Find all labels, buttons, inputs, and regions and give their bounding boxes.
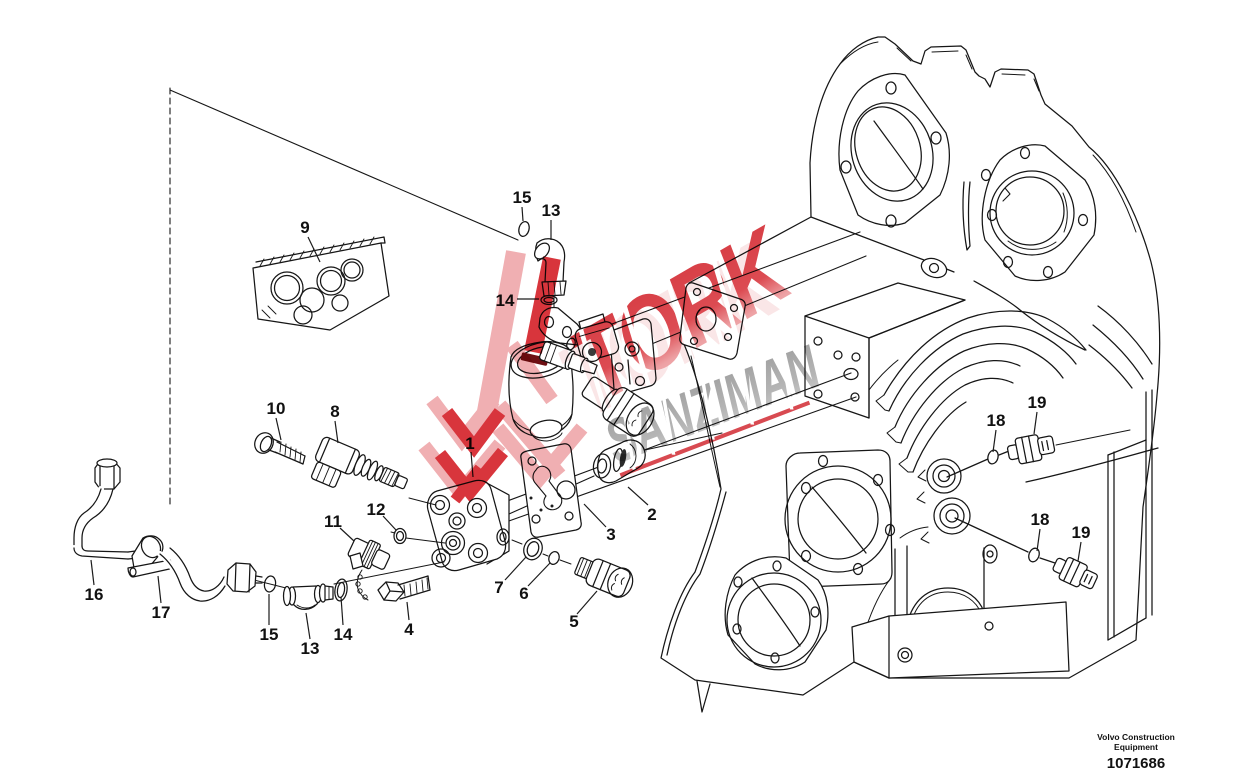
svg-text:1071686: 1071686 [1107,755,1165,772]
svg-text:16: 16 [85,585,104,604]
svg-text:13: 13 [301,639,320,658]
svg-text:5: 5 [569,612,578,631]
svg-text:7: 7 [494,578,503,597]
svg-text:14: 14 [334,625,353,644]
svg-text:18: 18 [1031,510,1050,529]
svg-text:9: 9 [300,218,309,237]
svg-text:18: 18 [987,411,1006,430]
svg-text:Volvo Construction: Volvo Construction [1097,732,1175,742]
svg-text:13: 13 [542,201,561,220]
svg-text:2: 2 [647,505,656,524]
svg-text:8: 8 [330,402,339,421]
svg-text:12: 12 [367,500,386,519]
svg-text:6: 6 [519,584,528,603]
svg-text:19: 19 [1072,523,1091,542]
svg-text:Equipment: Equipment [1114,742,1158,752]
svg-text:4: 4 [404,620,414,639]
svg-text:17: 17 [152,603,171,622]
svg-text:11: 11 [324,512,342,531]
svg-text:15: 15 [513,188,532,207]
svg-text:19: 19 [1028,393,1047,412]
svg-text:3: 3 [606,525,615,544]
svg-text:10: 10 [267,399,286,418]
svg-text:15: 15 [260,625,279,644]
